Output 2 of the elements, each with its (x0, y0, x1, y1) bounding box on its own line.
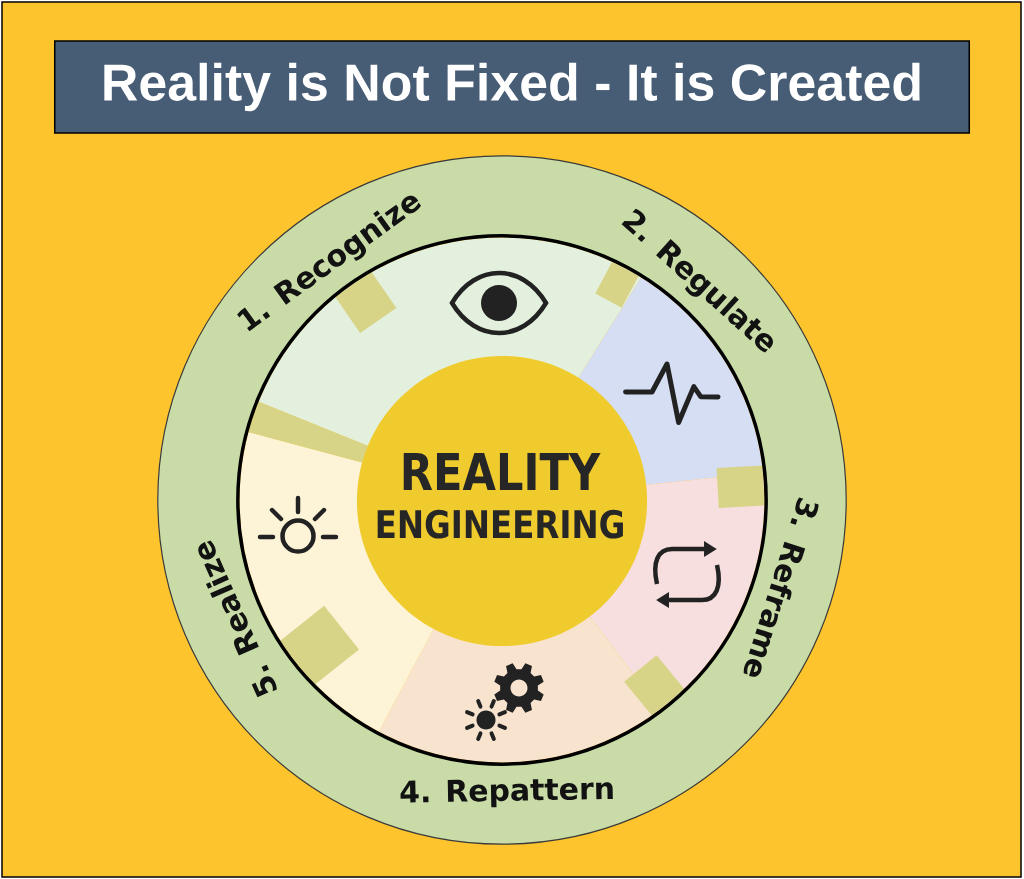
title-banner: Reality is Not Fixed - It is Created (54, 40, 970, 134)
node-label: 4. Repattern (400, 778, 613, 808)
